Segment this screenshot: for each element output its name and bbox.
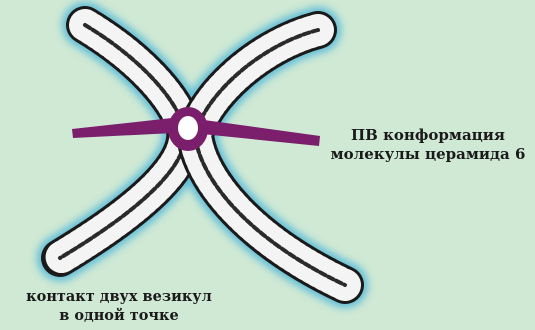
conformation-label-line1: ПВ конформация xyxy=(322,126,534,145)
conformation-label-line2: молекулы церамида 6 xyxy=(322,145,534,164)
conformation-label: ПВ конформация молекулы церамида 6 xyxy=(322,126,534,164)
molecule-head-center xyxy=(178,116,198,140)
contact-caption-line2: в одной точке xyxy=(4,306,234,325)
contact-caption: контакт двух везикул в одной точке xyxy=(4,287,234,325)
contact-caption-line1: контакт двух везикул xyxy=(4,287,234,306)
